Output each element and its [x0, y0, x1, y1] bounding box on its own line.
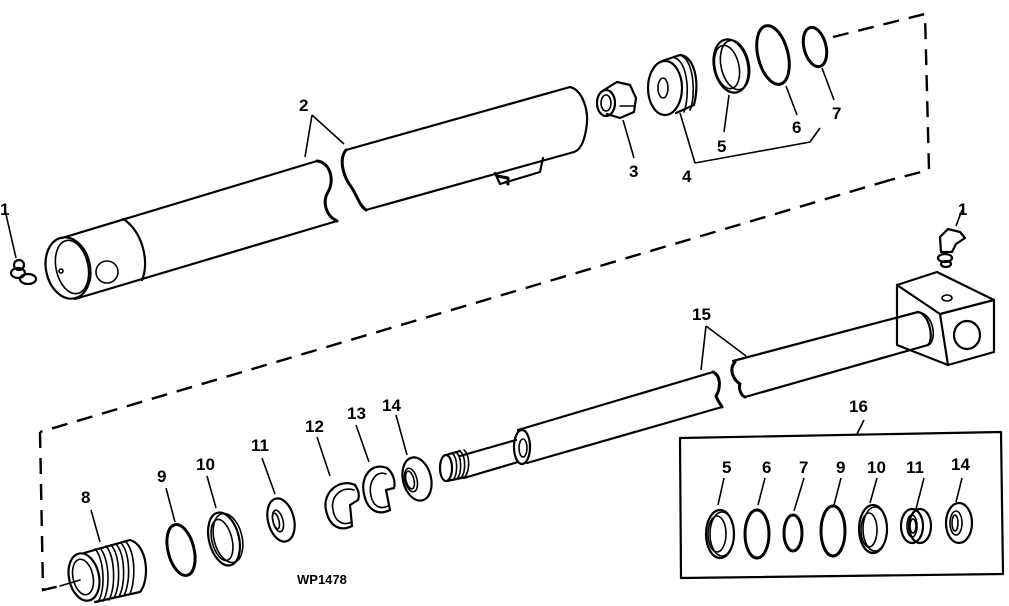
figure-id: WP1478 [297, 572, 347, 587]
seal-kit-box[interactable] [678, 430, 1005, 580]
callout-7: 7 [832, 104, 841, 123]
callout-1-right: 1 [958, 200, 967, 219]
callout-9: 9 [157, 467, 166, 486]
callout-13: 13 [347, 404, 366, 423]
piston-rod[interactable] [438, 270, 996, 483]
callout-15: 15 [692, 305, 711, 324]
gland-o-ring[interactable] [162, 522, 200, 579]
callout-14: 14 [382, 396, 401, 415]
callout-5: 5 [717, 137, 726, 156]
kit-piston-seal[interactable] [704, 508, 736, 560]
callout-11: 11 [251, 436, 269, 455]
grease-fitting-right[interactable] [936, 227, 967, 269]
kit-o-ring-9[interactable] [819, 504, 847, 558]
callout-16: 16 [849, 397, 868, 416]
callout-2: 2 [299, 96, 308, 115]
grease-fitting-left[interactable] [9, 258, 38, 286]
assembly-dashed-line [38, 12, 931, 592]
kit-callout-7: 7 [799, 458, 808, 477]
callout-10: 10 [196, 455, 215, 474]
callout-3: 3 [629, 162, 638, 181]
kit-rod-seal-11[interactable] [899, 507, 933, 545]
kit-callout-10: 10 [867, 458, 886, 477]
callout-6: 6 [792, 118, 801, 137]
kit-callout-9: 9 [836, 458, 845, 477]
piston[interactable] [646, 53, 698, 117]
kit-gland-seal-10[interactable] [857, 503, 889, 555]
piston-ring[interactable] [799, 25, 830, 69]
kit-o-ring-6[interactable] [743, 508, 771, 560]
wiper-seal[interactable] [398, 454, 436, 503]
piston-nut[interactable] [595, 80, 638, 120]
callout-1-left: 1 [0, 200, 9, 219]
gland[interactable] [59, 538, 147, 604]
callout-4: 4 [682, 167, 692, 186]
callout-8: 8 [81, 488, 90, 507]
piston-seal[interactable] [709, 36, 754, 96]
kit-callout-6: 6 [762, 458, 771, 477]
rod-seal[interactable] [263, 496, 299, 545]
kit-ring-7[interactable] [782, 513, 804, 553]
kit-wiper-14[interactable] [944, 501, 974, 545]
backup-ring-13[interactable] [362, 465, 396, 514]
piston-o-ring[interactable] [751, 22, 795, 87]
cylinder-barrel[interactable] [40, 85, 589, 303]
kit-callout-5: 5 [722, 458, 731, 477]
kit-callout-14: 14 [951, 455, 970, 474]
kit-callout-11: 11 [906, 458, 924, 477]
callout-12: 12 [305, 417, 324, 436]
backup-ring-12[interactable] [324, 482, 360, 530]
gland-seal[interactable] [203, 509, 248, 569]
